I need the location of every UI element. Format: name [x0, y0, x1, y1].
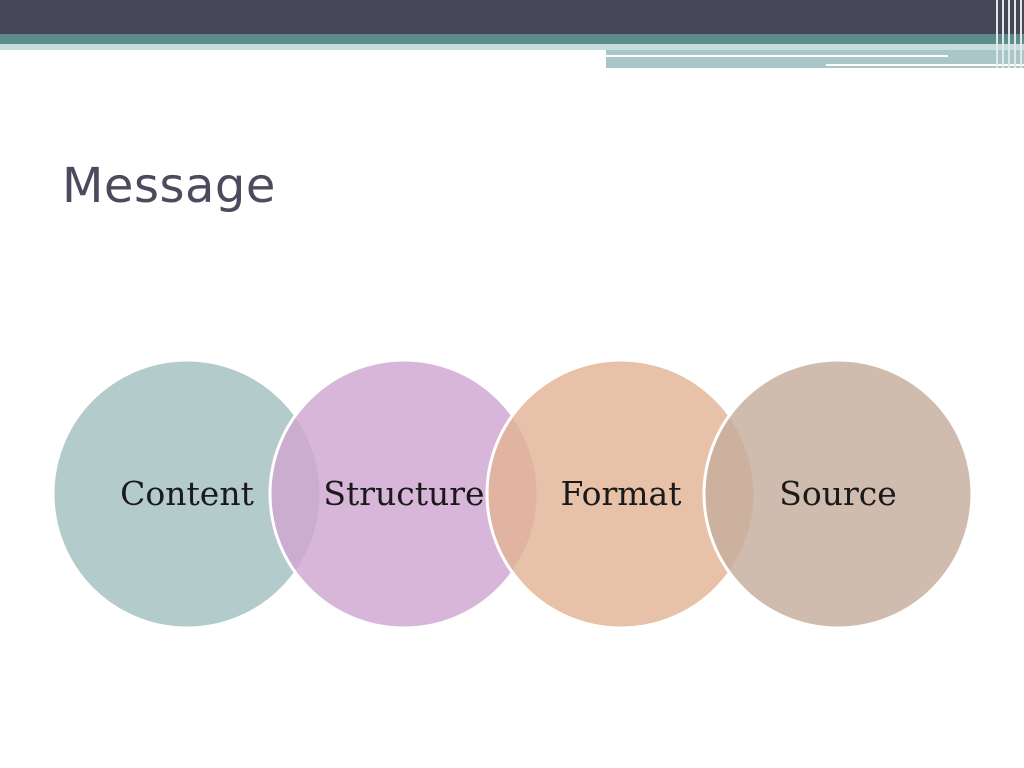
header-light-band: [0, 44, 1024, 50]
circles-layer: [51, 358, 974, 630]
header-accent-line: [826, 64, 1024, 66]
header-stripes: [994, 0, 1024, 68]
circle-label-format: Format: [561, 474, 682, 513]
circle-source: [702, 358, 974, 630]
circle-label-structure: Structure: [323, 474, 484, 513]
circle-label-source: Source: [779, 474, 897, 513]
header-teal-band: [0, 34, 1024, 44]
circle-label-content: Content: [120, 474, 254, 513]
slide-title: Message: [62, 158, 276, 214]
header-dark-band: [0, 0, 1024, 34]
labels-layer: Content Structure Format Source: [120, 474, 897, 513]
header-accent-line: [606, 55, 948, 57]
header-accent-block: [606, 50, 1024, 68]
